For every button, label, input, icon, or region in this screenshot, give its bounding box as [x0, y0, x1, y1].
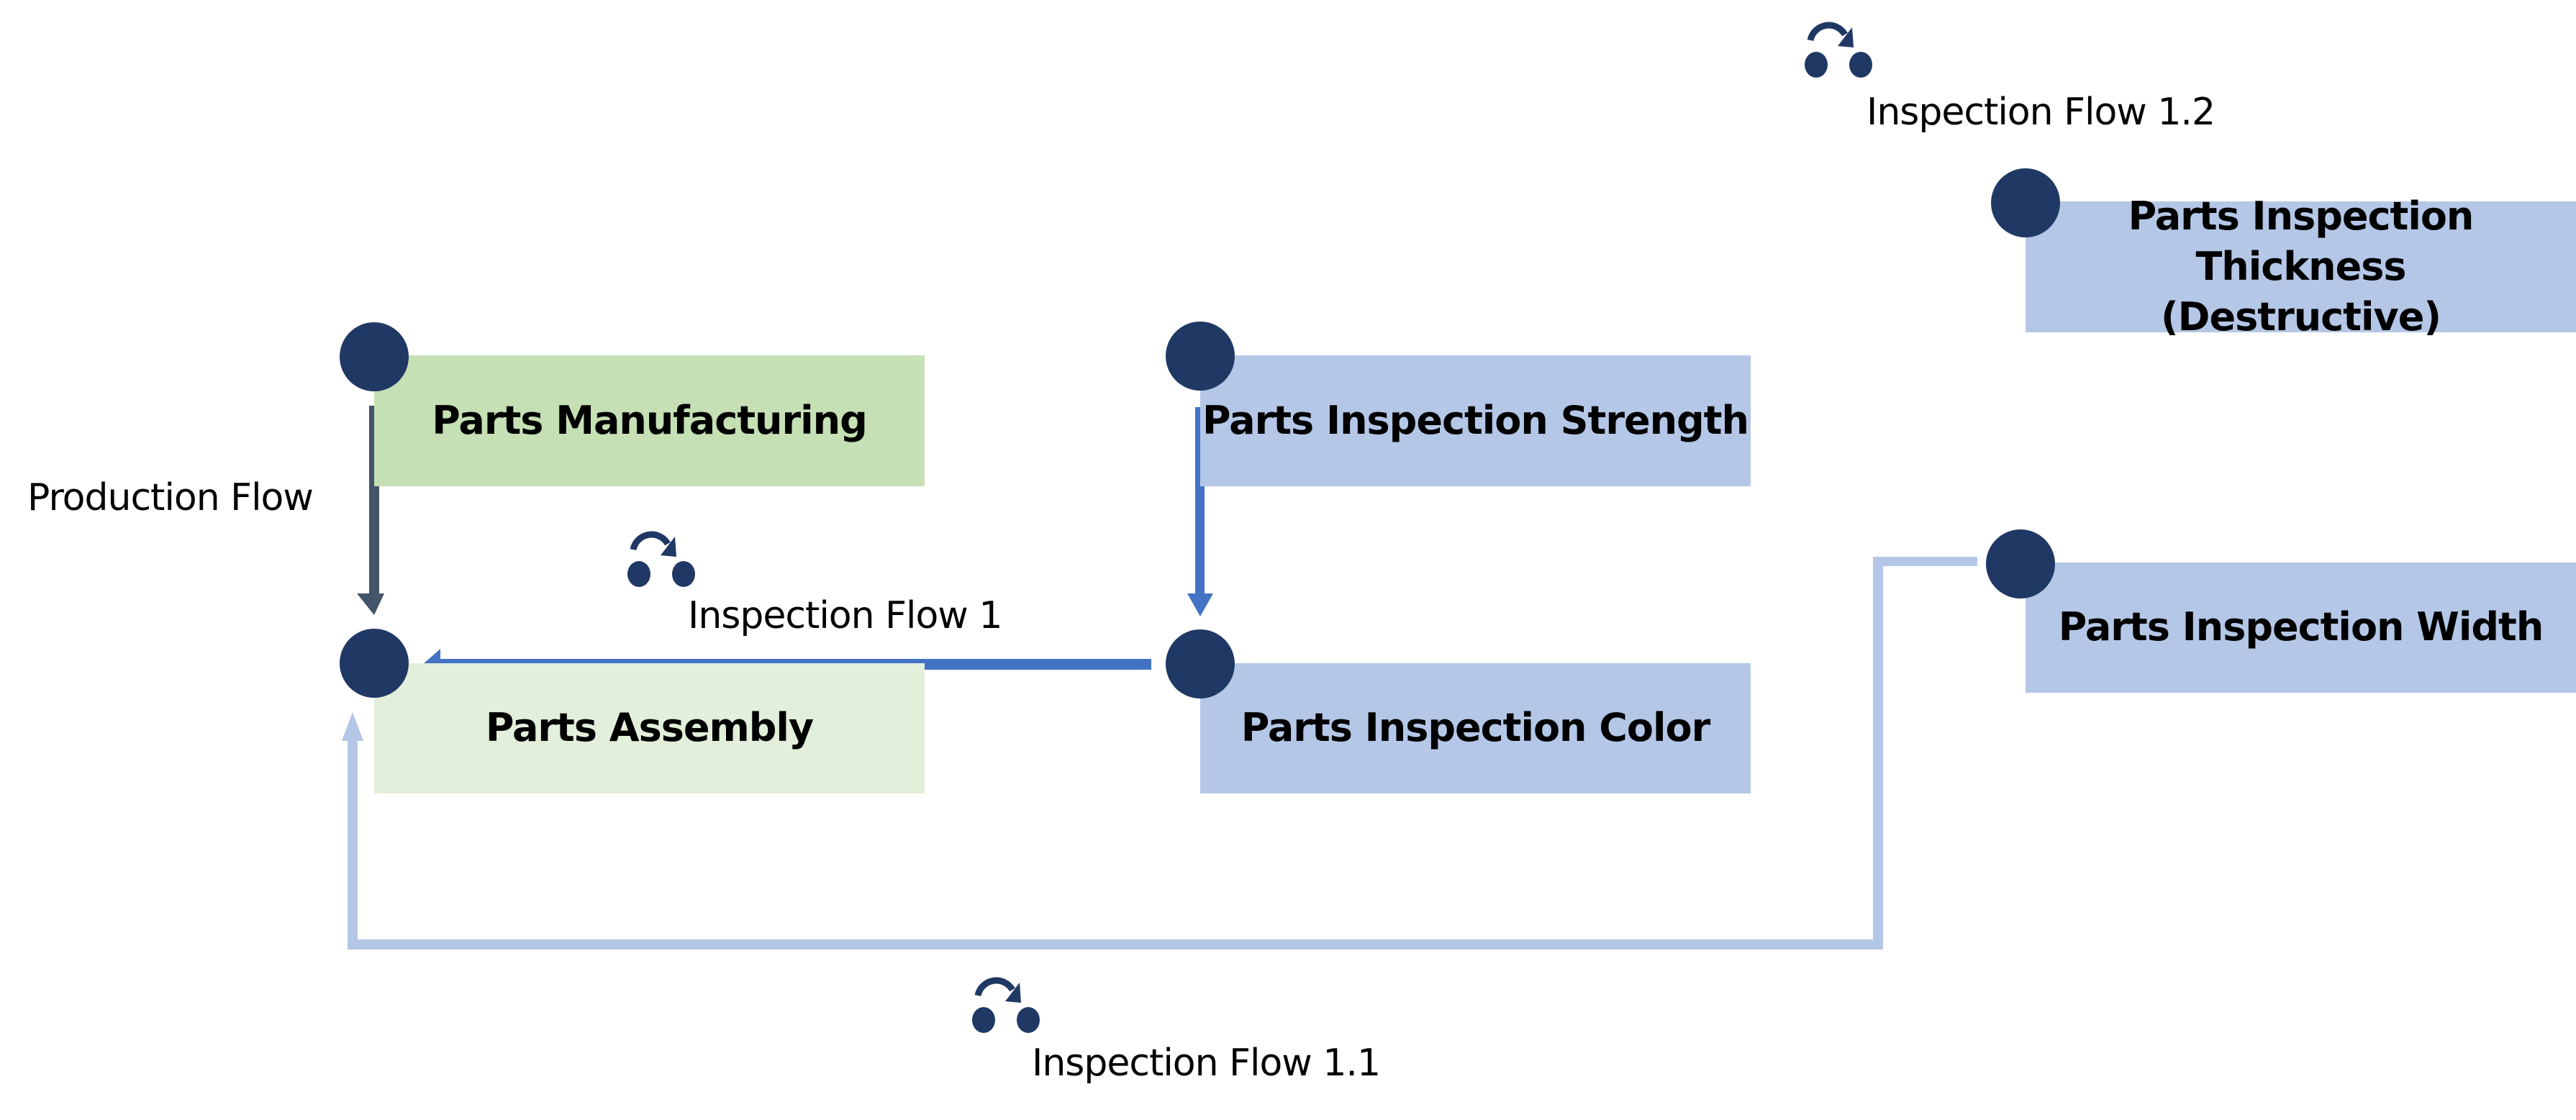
production-flow-label: Production Flow: [27, 476, 314, 519]
redo-skip-icon: [627, 531, 695, 587]
node-label: Parts Inspection Color: [1241, 705, 1711, 751]
node-label: Parts Assembly: [485, 705, 814, 751]
circle-marker-icon: [340, 629, 409, 698]
redo-skip-icon: [1805, 22, 1872, 78]
node-label: Parts Inspection Width: [2058, 604, 2544, 650]
circle-marker-icon: [1986, 529, 2055, 598]
circle-marker-icon: [1991, 168, 2060, 237]
node-parts-assembly[interactable]: Parts Assembly: [374, 663, 925, 793]
node-parts-inspection-thickness[interactable]: Parts Inspection Thickness (Destructive): [2026, 194, 2576, 340]
inspection-flow-1-label: Inspection Flow 1: [688, 594, 1002, 637]
node-parts-inspection-width[interactable]: Parts Inspection Width: [2026, 563, 2576, 693]
inspection-flow-1-1-label: Inspection Flow 1.1: [1032, 1042, 1381, 1085]
node-label: Parts Inspection Strength: [1202, 397, 1749, 443]
circle-marker-icon: [1166, 629, 1235, 698]
redo-skip-icon: [972, 977, 1040, 1033]
node-parts-manufacturing[interactable]: Parts Manufacturing: [374, 355, 925, 486]
node-label: Parts Manufacturing: [432, 397, 867, 443]
inspection-flow-1-2-label: Inspection Flow 1.2: [1867, 91, 2216, 134]
node-label: Parts Inspection Thickness (Destructive): [2128, 193, 2475, 340]
inspection-flow-1-1-line: [342, 557, 1977, 950]
circle-marker-icon: [340, 322, 409, 391]
node-parts-inspection-color[interactable]: Parts Inspection Color: [1200, 663, 1751, 793]
circle-marker-icon: [1166, 322, 1235, 391]
node-parts-inspection-strength[interactable]: Parts Inspection Strength: [1200, 355, 1751, 486]
